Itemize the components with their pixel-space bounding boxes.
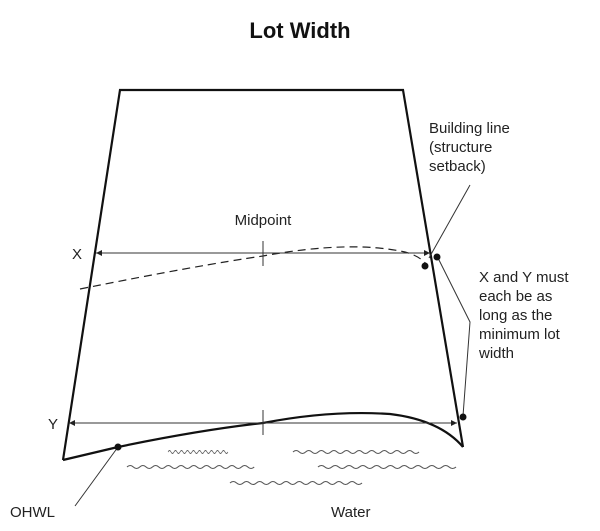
note-line-3: long as the <box>479 307 552 324</box>
note-leader <box>436 255 471 417</box>
water-waves <box>126 449 457 486</box>
ohwl-dot <box>114 443 122 451</box>
building-line-dashed <box>79 246 428 290</box>
note-line-5: width <box>478 345 514 362</box>
water-label: Water <box>331 504 370 521</box>
note-line-1: X and Y must <box>479 269 569 286</box>
note-line-2: each be as <box>479 288 552 305</box>
midpoint-label: Midpoint <box>235 212 293 229</box>
note-line-4: minimum lot <box>479 326 561 343</box>
x-label: X <box>72 246 82 263</box>
building-line-label-1: Building line <box>429 120 510 137</box>
diagram-title: Lot Width <box>249 18 350 43</box>
building-line-label-2: (structure <box>429 139 492 156</box>
building-line-leader <box>428 184 471 259</box>
y-endpoint-dot <box>459 413 467 421</box>
lot-boundary <box>61 88 465 461</box>
building-line-dot <box>421 262 429 270</box>
y-label: Y <box>48 416 58 433</box>
building-line-label-3: setback) <box>429 158 486 175</box>
ohwl-label: OHWL <box>10 504 55 521</box>
x-endpoint-dot <box>433 253 441 261</box>
ohwl-leader <box>74 446 119 507</box>
